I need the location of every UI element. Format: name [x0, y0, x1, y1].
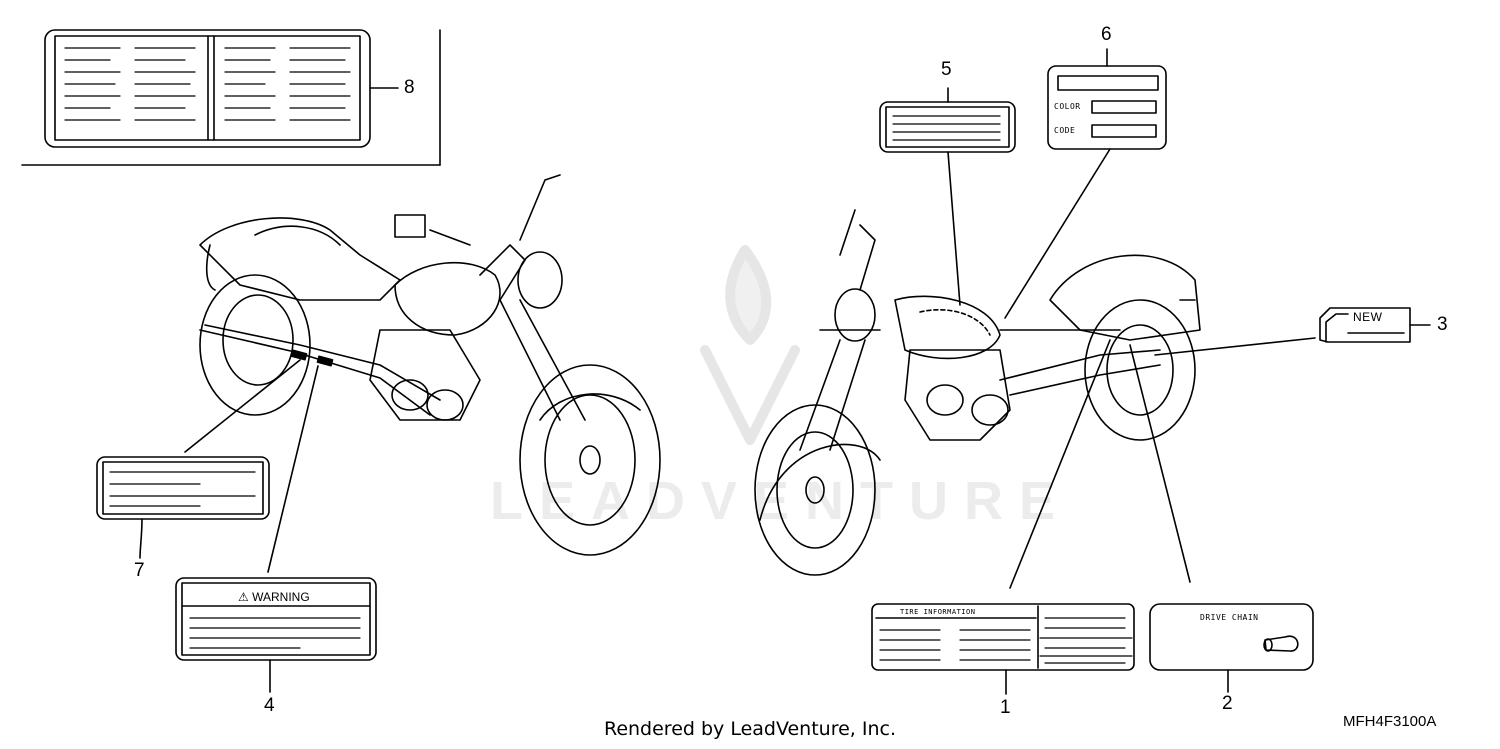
label-6-shape — [1004, 48, 1167, 319]
callout-3: 3 — [1437, 314, 1448, 335]
callout-4: 4 — [264, 695, 275, 716]
callout-7: 7 — [134, 560, 145, 581]
callout-5: 5 — [941, 59, 952, 80]
label-4-shape — [175, 365, 377, 693]
callout-8: 8 — [404, 77, 415, 98]
label-2-drive-chain-text: DRIVE CHAIN — [1200, 613, 1259, 622]
diagram-code: MFH4F3100A — [1343, 713, 1437, 730]
label-3-shape — [1154, 307, 1431, 356]
warning-triangle-icon: ⚠ — [238, 590, 249, 604]
warning-word: WARNING — [252, 590, 310, 604]
motorcycle-left-view — [199, 174, 661, 556]
callout-1: 1 — [1000, 697, 1011, 718]
watermark-text: LEADVENTURE — [490, 471, 1072, 531]
label-7-shape — [96, 359, 301, 559]
label-3-new-text: NEW — [1353, 310, 1383, 324]
motorcycle-right-view — [754, 209, 1201, 576]
credit-text: Rendered by LeadVenture, Inc. — [603, 718, 897, 740]
callout-2: 2 — [1222, 693, 1233, 714]
inset-frame — [21, 29, 441, 166]
label-1-shape — [871, 339, 1135, 695]
watermark-logo — [700, 245, 800, 445]
label-6-code-text: CODE — [1054, 126, 1076, 135]
label-5-shape — [879, 87, 1016, 306]
label-6-color-text: COLOR — [1054, 102, 1081, 111]
callout-6: 6 — [1101, 24, 1112, 45]
label-4-warning-text: ⚠ WARNING — [238, 590, 310, 604]
label-2-shape — [1129, 344, 1314, 693]
label-1-tire-info-text: TIRE INFORMATION — [900, 608, 976, 616]
